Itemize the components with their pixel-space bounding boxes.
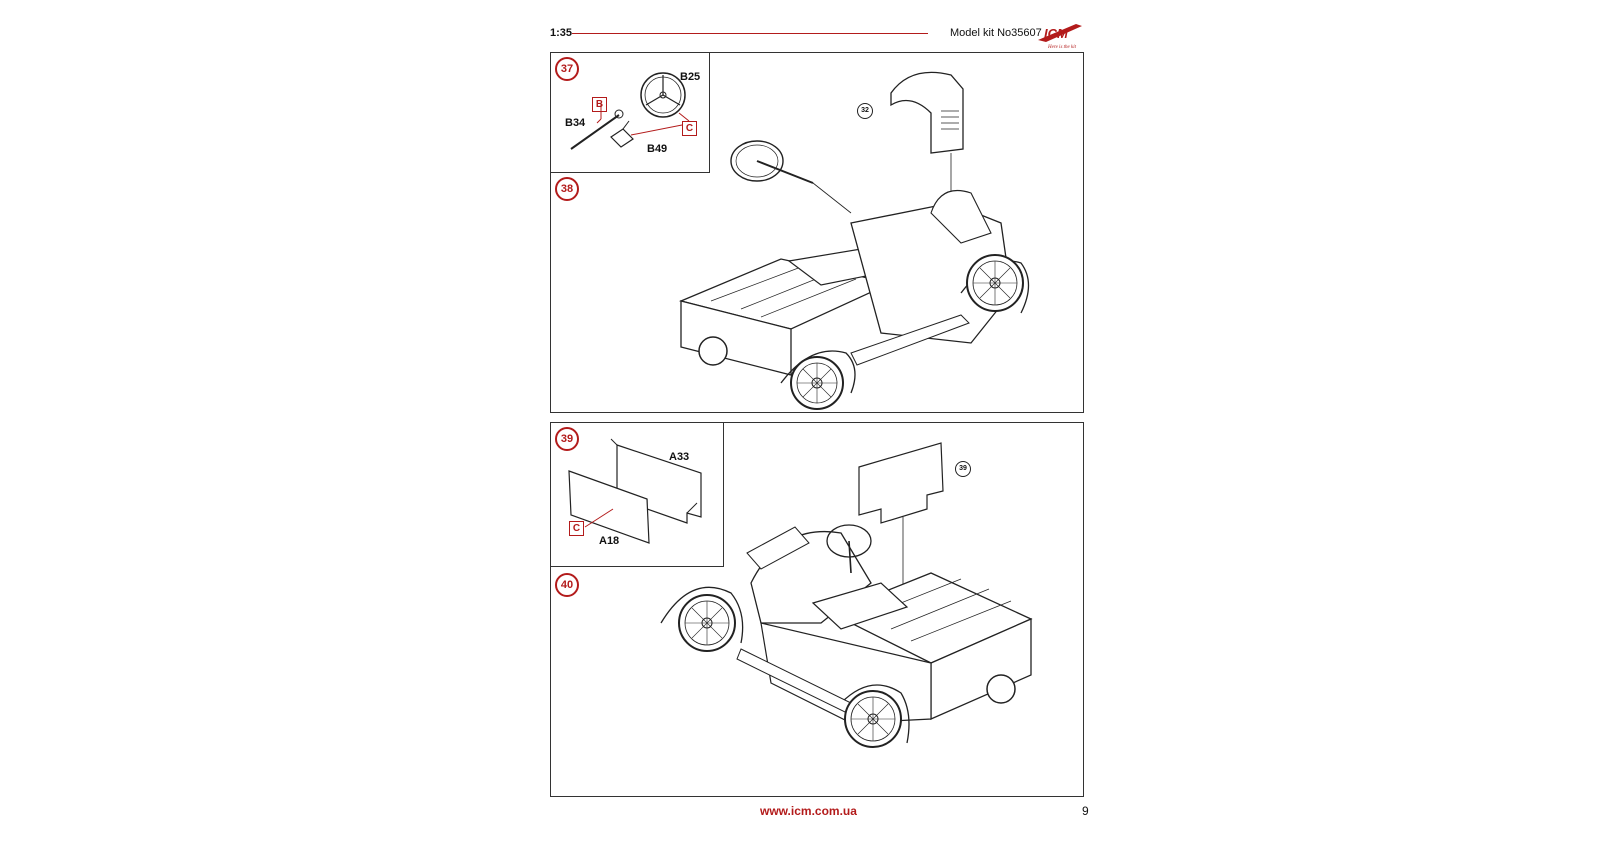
page-number: 9 bbox=[1082, 804, 1089, 818]
part-b34-label: B34 bbox=[565, 117, 586, 129]
car-body-icon-2 bbox=[660, 442, 1033, 748]
logo-tagline: Here is the kit bbox=[1047, 45, 1077, 50]
panel-icon bbox=[568, 438, 702, 544]
panel-steps-39-40: 39 A33 A18 C 40 39 bbox=[550, 422, 1084, 797]
car-body-icon bbox=[678, 71, 1030, 410]
step-38-badge: 38 bbox=[555, 177, 579, 201]
part-a33-label: A33 bbox=[669, 451, 690, 463]
kit-number: Model kit No35607 bbox=[950, 27, 1042, 39]
glue-mark-c-39: C bbox=[569, 521, 584, 536]
glue-mark-b: B bbox=[592, 97, 607, 112]
glue-mark-c: C bbox=[682, 121, 697, 136]
part-b25-label: B25 bbox=[680, 71, 701, 83]
step-39-badge: 39 bbox=[555, 427, 579, 451]
scale-label: 1:35 bbox=[550, 27, 573, 39]
ref-step-39: 39 bbox=[955, 461, 971, 477]
part-a18-label: A18 bbox=[599, 535, 620, 547]
header-rule bbox=[572, 33, 928, 34]
ref-step-32: 32 bbox=[857, 103, 873, 119]
footer-url-link[interactable]: www.icm.com.ua bbox=[760, 804, 857, 818]
panel-steps-37-38: 37 B25 B34 B49 B C 38 32 bbox=[550, 52, 1084, 413]
step-37-badge: 37 bbox=[555, 57, 579, 81]
logo-text: ICM bbox=[1044, 26, 1069, 41]
step-40-badge: 40 bbox=[555, 573, 579, 597]
steering-wheel-icon bbox=[570, 72, 690, 150]
icm-logo-icon: ICM Here is the kit bbox=[1036, 20, 1084, 50]
part-b49-label: B49 bbox=[647, 143, 668, 155]
